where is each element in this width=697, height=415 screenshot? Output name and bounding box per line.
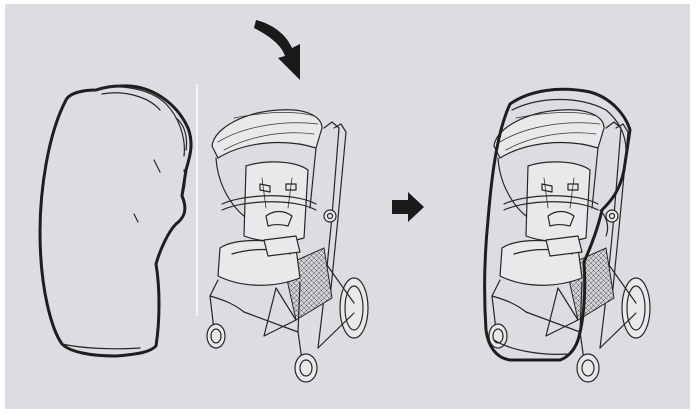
stroller-with-net-drawing — [485, 89, 650, 382]
right-arrow-icon — [392, 192, 424, 222]
stroller-drawing — [207, 110, 368, 382]
mosquito-net-drawing — [40, 86, 191, 356]
curved-arrow-icon — [254, 20, 300, 80]
